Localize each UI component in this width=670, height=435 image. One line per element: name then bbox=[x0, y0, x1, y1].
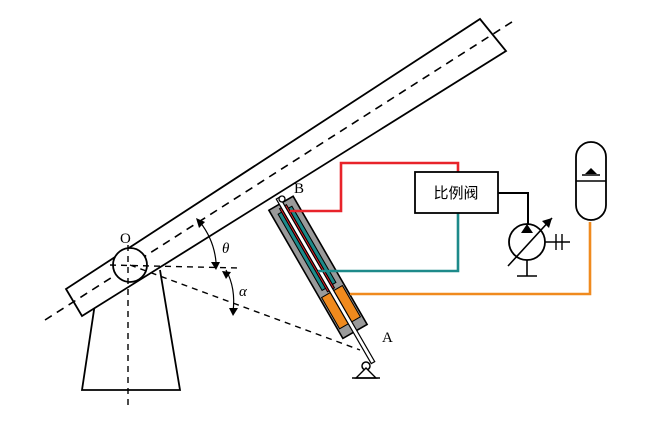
theta-arrow-bottom bbox=[211, 262, 220, 270]
red-supply-line bbox=[290, 161, 460, 213]
pump-variable-arrowhead bbox=[542, 218, 552, 228]
piston-rod bbox=[275, 196, 376, 365]
valve-pump-line bbox=[498, 192, 529, 224]
label-theta: θ bbox=[222, 241, 230, 257]
theta-arrow-top bbox=[196, 218, 205, 228]
label-alpha: α bbox=[239, 284, 248, 300]
line-o-to-a bbox=[129, 264, 361, 351]
label-o: O bbox=[120, 231, 131, 247]
label-a: A bbox=[382, 330, 393, 346]
boom bbox=[44, 17, 516, 321]
pedestal bbox=[80, 269, 182, 391]
accumulator bbox=[575, 141, 607, 221]
pedestal-outline bbox=[80, 269, 182, 391]
pivot-o bbox=[109, 245, 361, 410]
hinge-b-pin bbox=[278, 195, 286, 203]
proportional-valve: 比例阀 bbox=[414, 171, 499, 214]
alpha-arrow-bottom bbox=[229, 308, 238, 316]
hinge-b bbox=[278, 195, 286, 203]
valve-box bbox=[414, 171, 499, 214]
variable-pump bbox=[507, 217, 570, 277]
boom-centerline bbox=[44, 19, 516, 321]
hinge-a-support bbox=[354, 367, 378, 379]
angle-marks bbox=[196, 218, 238, 316]
alpha-arrow-top bbox=[222, 271, 231, 279]
hydraulic-cylinder bbox=[267, 195, 376, 365]
accumulator-marker bbox=[585, 168, 597, 174]
label-b: B bbox=[294, 181, 304, 197]
orange-accumulator-line bbox=[350, 222, 592, 296]
pump-direction-triangle bbox=[521, 224, 533, 233]
teal-return-line bbox=[318, 213, 460, 273]
hinge-a bbox=[352, 361, 380, 379]
pump-variable-arrow bbox=[507, 217, 553, 267]
theta-arc bbox=[199, 221, 217, 263]
valve-label: 比例阀 bbox=[433, 184, 478, 202]
hydraulic-lines bbox=[290, 161, 592, 296]
boom-body bbox=[64, 17, 508, 318]
